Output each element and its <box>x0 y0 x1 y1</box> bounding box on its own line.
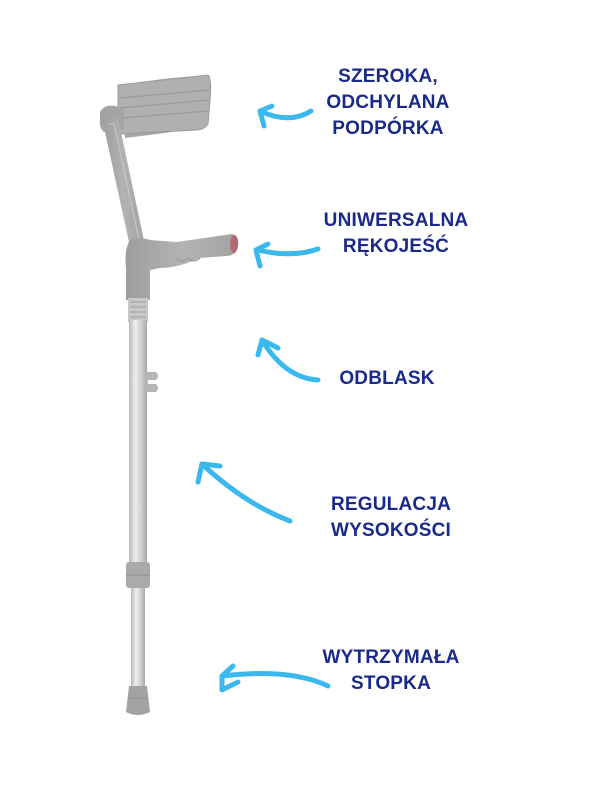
callout-reflector-line-1: ODBLASK <box>339 368 435 389</box>
callout-reflector: ODBLASK <box>339 366 434 392</box>
callout-handle-line-2: RĘKOJEŚĆ <box>342 236 450 257</box>
callout-height: REGULACJA WYSOKOŚCI <box>331 492 451 544</box>
callout-cuff-line-3: PODPÓRKA <box>332 118 444 139</box>
upper-frame <box>102 118 146 256</box>
handle <box>125 234 239 300</box>
cuff <box>99 74 212 138</box>
lower-tube <box>131 588 145 686</box>
rubber-tip <box>126 686 150 715</box>
callout-cuff-line-1: SZEROKA, <box>338 66 438 87</box>
curved-arrow-up-left-icon <box>195 461 293 524</box>
curved-arrow-left-icon <box>219 663 331 693</box>
callout-cuff-line-2: ODCHYLANA <box>326 92 450 113</box>
callout-tip: WYTRZYMAŁA STOPKA <box>322 645 459 697</box>
callout-handle: UNIWERSALNA RĘKOJEŚĆ <box>324 208 469 260</box>
reflector-band <box>128 298 148 322</box>
callout-tip-line-2: STOPKA <box>350 673 432 694</box>
curved-arrow-left-icon <box>257 103 314 129</box>
upper-tube <box>129 320 147 568</box>
callout-height-line-2: WYSOKOŚCI <box>330 520 452 541</box>
callout-handle-line-1: UNIWERSALNA <box>323 210 469 231</box>
adjustment-clip <box>146 372 158 392</box>
curved-arrow-left-icon <box>253 241 321 269</box>
callout-height-line-1: REGULACJA <box>330 494 452 515</box>
curved-arrow-up-left-icon <box>255 337 321 383</box>
callout-tip-line-1: WYTRZYMAŁA <box>322 647 460 668</box>
callout-cuff: SZEROKA, ODCHYLANA PODPÓRKA <box>326 64 449 142</box>
